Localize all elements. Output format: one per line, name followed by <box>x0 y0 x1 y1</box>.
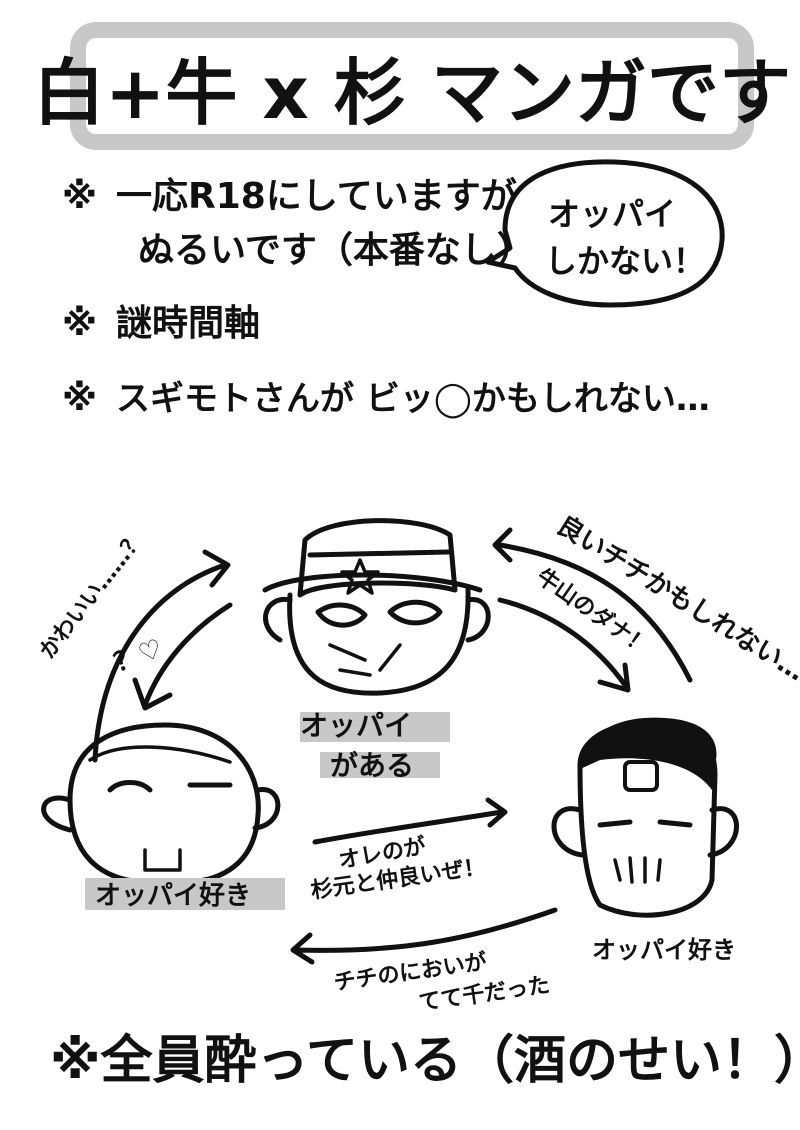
sugimoto-face <box>262 518 491 696</box>
note-1-line-1: 一応R18にしていますが <box>116 176 517 217</box>
note-mark-1: ※ <box>62 176 97 217</box>
bubble-line-2: しかない！ <box>545 242 705 280</box>
note-3-line-1: スギモトさんが ビッ◯かもしれない… <box>116 379 710 419</box>
arrow-ushiyama-to-shiraishi <box>290 907 558 965</box>
sugimoto-label-line-2: がある <box>330 749 414 782</box>
note-mark-2: ※ <box>62 303 97 344</box>
arrow-ushiyama-to-sugimoto <box>492 527 693 683</box>
title-frame <box>70 22 754 150</box>
ushiyama-label: オッパイ好き <box>592 936 736 964</box>
footer-note: ※全員酔っている（酒のせい！） <box>50 1031 800 1091</box>
arrow-sugimoto-to-ushiyama <box>497 597 631 693</box>
sugimoto-label-line-1: オッパイ <box>300 709 412 742</box>
shiraishi-label-highlight <box>85 878 285 910</box>
sugimoto-label-highlight-2 <box>320 752 440 778</box>
speech-bubble <box>485 159 725 308</box>
arrow-shiraishi-to-sugimoto <box>92 549 231 763</box>
note-1-line-2: ぬるいです（本番なし） <box>138 230 533 271</box>
note-mark-3: ※ <box>62 378 97 419</box>
caption-sugimoto-to-shiraishi: ？♡ <box>110 634 167 679</box>
arrow-sugimoto-to-shiraishi <box>132 602 233 711</box>
note-2-line-1: 謎時間軸 <box>116 303 260 344</box>
arrow-shiraishi-to-ushiyama <box>312 797 508 845</box>
ushiyama-face <box>551 717 739 918</box>
page-title: 白+牛 x 杉 マンガです <box>33 51 791 135</box>
shiraishi-face <box>41 722 281 885</box>
sugimoto-label-highlight <box>300 712 450 742</box>
shiraishi-label: オッパイ好き <box>95 881 251 911</box>
bubble-line-1: オッパイ <box>548 195 676 233</box>
